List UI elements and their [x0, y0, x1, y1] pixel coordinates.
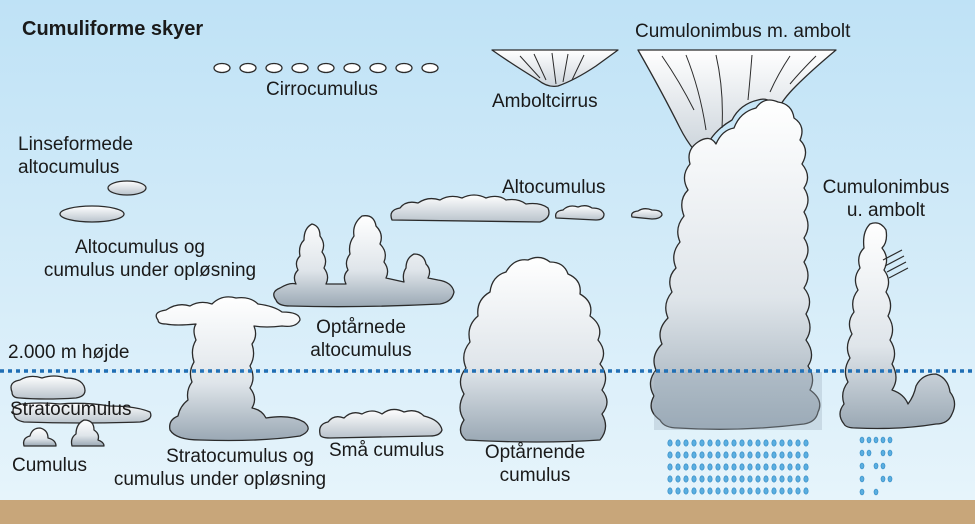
label-stratocumulus: Stratocumulus	[10, 399, 131, 421]
label-optarnede-line2: altocumulus	[296, 340, 426, 362]
label-cumulonimbus-u-ambolt-line2: u. ambolt	[806, 200, 966, 222]
label-linseformede-line2: altocumulus	[18, 157, 119, 179]
ground	[0, 500, 975, 524]
label-altocumulus-oplosning-line1: Altocumulus og	[20, 237, 260, 259]
cirrocumulus-clouds	[214, 64, 438, 73]
reference-line-label: 2.000 m højde	[8, 342, 129, 364]
label-optarnende-line1: Optårnende	[470, 442, 600, 464]
label-optarnende-line2: cumulus	[470, 465, 600, 487]
label-linseformede-line1: Linseformede	[18, 134, 133, 156]
diagram-title: Cumuliforme skyer	[22, 18, 203, 40]
label-sma-cumulus: Små cumulus	[329, 440, 444, 462]
label-cumulonimbus-u-ambolt-line1: Cumulonimbus	[806, 177, 966, 199]
label-altocumulus: Altocumulus	[502, 177, 606, 199]
label-cumulus: Cumulus	[12, 455, 87, 477]
label-amboltcirrus: Amboltcirrus	[492, 91, 598, 113]
label-optarnede-line1: Optårnede	[296, 317, 426, 339]
label-altocumulus-oplosning-line2: cumulus under opløsning	[20, 260, 280, 282]
label-cumulonimbus-m-ambolt: Cumulonimbus m. ambolt	[635, 21, 850, 43]
label-stratocumulus-oplosning-line2: cumulus under opløsning	[90, 469, 350, 491]
label-cirrocumulus: Cirrocumulus	[266, 79, 378, 101]
